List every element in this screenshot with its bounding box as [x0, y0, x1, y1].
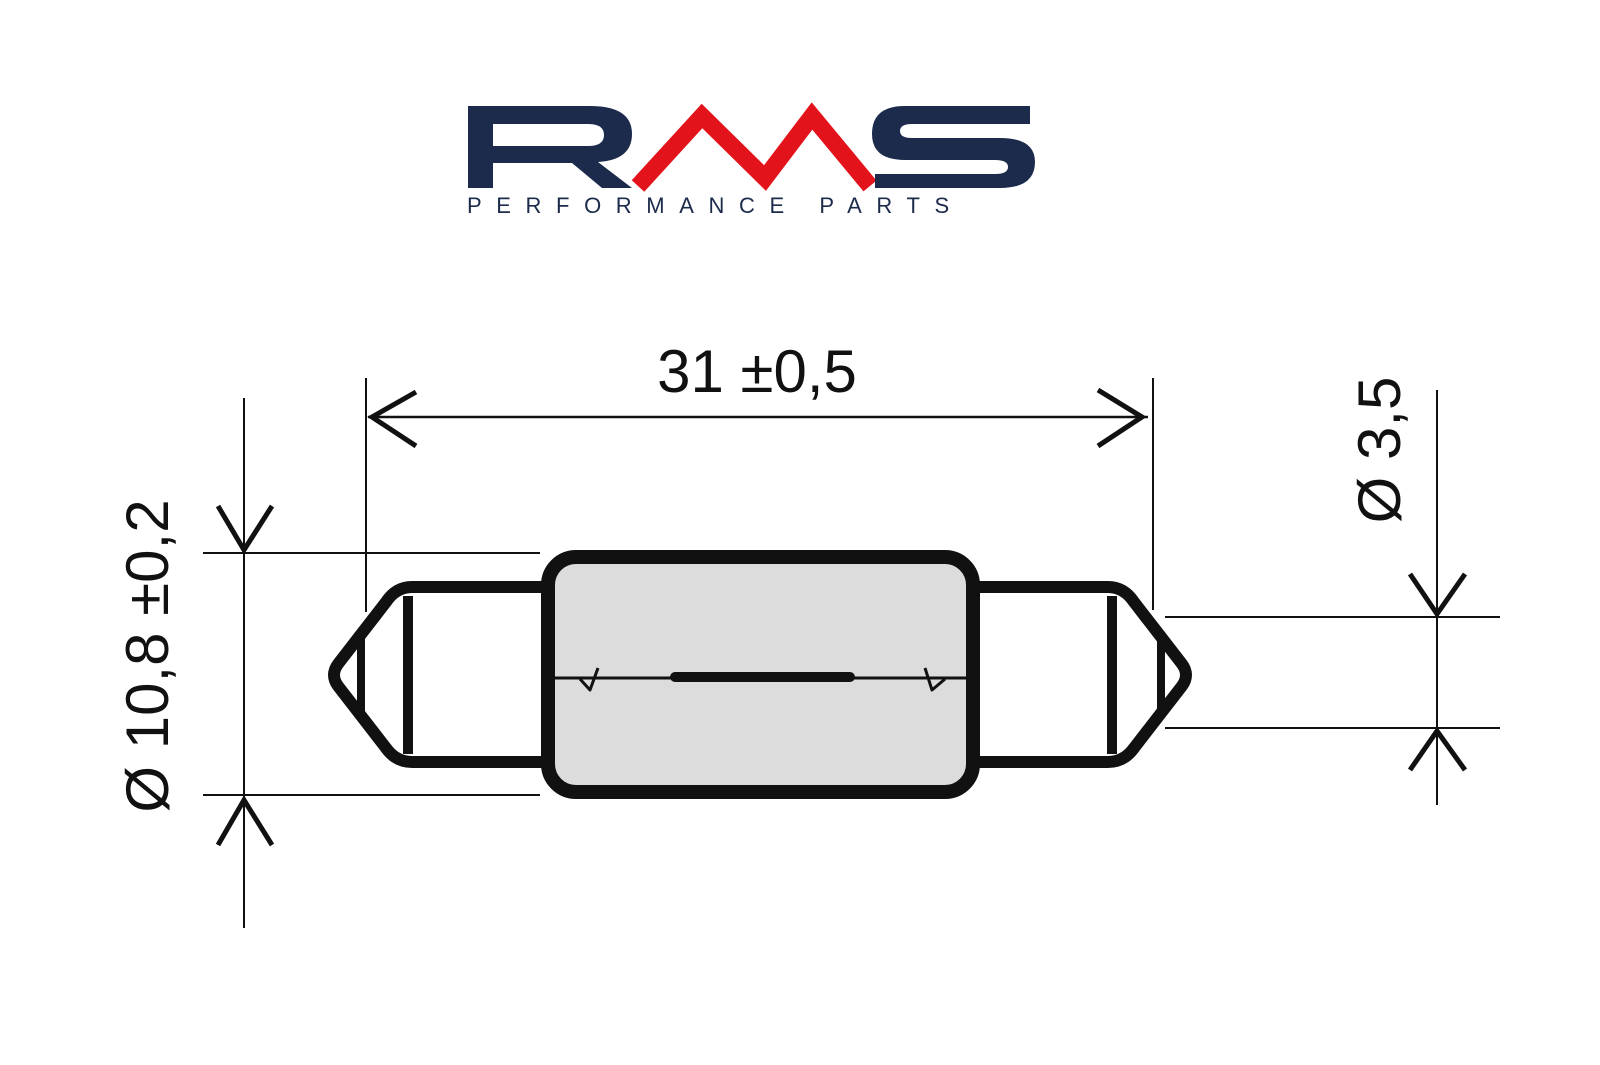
left-cap — [328, 581, 545, 768]
logo-letter-s — [872, 106, 1035, 188]
rms-logo: SPA PERFORMANCE PARTS — [467, 102, 1035, 218]
arrow-down-icon — [1407, 572, 1468, 619]
dimension-lines — [203, 378, 1500, 928]
arrow-down-icon — [215, 504, 275, 555]
filament-support-right — [923, 667, 946, 692]
length-label: 31 ±0,5 — [657, 338, 857, 405]
right-cap — [976, 581, 1192, 768]
filament-support-left — [578, 667, 600, 692]
body-diameter-label: Ø 10,8 ±0,2 — [114, 499, 181, 812]
arrow-up-icon — [1407, 726, 1468, 772]
logo-suffix: SPA — [898, 177, 920, 189]
tip-diameter-label: Ø 3,5 — [1346, 377, 1413, 524]
logo-letter-r — [468, 106, 632, 188]
festoon-bulb — [328, 550, 1192, 799]
arrow-up-icon — [215, 795, 275, 847]
logo-letter-m — [631, 102, 877, 192]
arrow-left-icon — [367, 389, 418, 449]
logo-tagline: PERFORMANCE PARTS — [467, 193, 964, 218]
arrow-right-icon — [1096, 387, 1147, 449]
